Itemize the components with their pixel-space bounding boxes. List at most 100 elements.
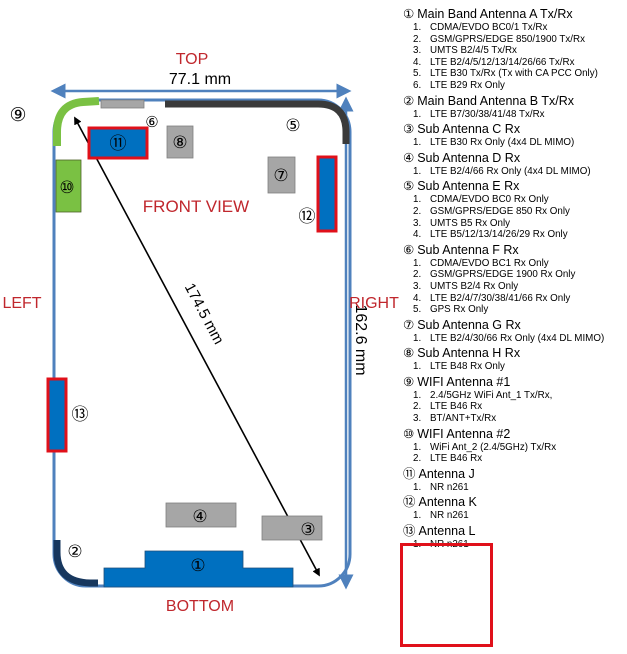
legend-band-text: GSM/GPRS/EDGE 850/1900 Tx/Rx xyxy=(430,33,585,45)
antenna-4-sub-d xyxy=(165,502,237,528)
legend-antenna-name: Sub Antenna H Rx xyxy=(417,346,521,361)
legend-band-item: 1.LTE B7/30/38/41/48 Tx/Rx xyxy=(413,108,545,120)
antenna-7-sub-g xyxy=(267,156,296,194)
legend-band-text: LTE B29 Rx Only xyxy=(430,79,505,91)
front-view-label: FRONT VIEW xyxy=(143,197,249,216)
legend-band-item: 2.LTE B46 Rx xyxy=(413,453,483,465)
legend-band-text: CDMA/EVDO BC0/1 Tx/Rx xyxy=(430,22,548,33)
legend-band-text: LTE B5/12/13/14/26/29 Rx Only xyxy=(430,229,568,241)
legend-band-item: 1.CDMA/EVDO BC1 Rx Only xyxy=(413,257,549,269)
legend-band-text: LTE B46 Rx xyxy=(430,453,483,465)
diagonal-dimension-label: 174.5 mm xyxy=(181,280,227,347)
legend-antenna-name: Main Band Antenna A Tx/Rx xyxy=(417,7,573,21)
legend-band-item: 3.BT/ANT+Tx/Rx xyxy=(413,413,497,425)
legend-antenna-bands: 1.LTE B48 Rx Only xyxy=(403,361,625,373)
legend-antenna-name: Sub Antenna C Rx xyxy=(417,122,521,137)
legend-band-text: 2.4/5GHz WiFi Ant_1 Tx/Rx, xyxy=(430,389,553,401)
legend-band-text: LTE B2/4/30/66 Rx Only (4x4 DL MIMO) xyxy=(430,332,605,344)
legend-antenna-name: Sub Antenna E Rx xyxy=(417,179,520,194)
legend-band-text: UMTS B5 Rx Only xyxy=(430,217,511,229)
antenna-11-j xyxy=(87,126,149,160)
top-label: TOP xyxy=(176,51,209,68)
legend-band-item: 1.LTE B2/4/30/66 Rx Only (4x4 DL MIMO) xyxy=(413,332,605,344)
legend-band-text: LTE B2/4/66 Rx Only (4x4 DL MIMO) xyxy=(430,165,591,177)
marker-11: ⑪ xyxy=(110,134,127,153)
legend-band-text: LTE B30 Rx Only (4x4 DL MIMO) xyxy=(430,137,575,149)
antenna-2-main-b xyxy=(53,540,98,587)
legend-antenna-number: ⑩ xyxy=(403,426,415,441)
legend-band-text: LTE B2/4/7/30/38/41/66 Rx Only xyxy=(430,292,571,304)
legend-antenna-number: ③ xyxy=(403,122,415,137)
legend-band-text: LTE B46 Rx xyxy=(430,401,483,413)
legend-antenna-number: ⑫ xyxy=(403,495,416,510)
legend-antenna-number: ⑬ xyxy=(403,524,416,539)
marker-12: ⑫ xyxy=(299,207,316,226)
marker-6: ⑥ xyxy=(145,114,158,131)
legend-antenna-name: Sub Antenna G Rx xyxy=(417,317,521,332)
antenna-1-main-a xyxy=(103,550,294,588)
legend-antenna-number: ⑨ xyxy=(403,374,415,389)
legend-band-item: 1.CDMA/EVDO BC0/1 Tx/Rx xyxy=(413,22,548,33)
legend-band-item: 6.LTE B29 Rx Only xyxy=(413,79,505,91)
legend-band-item: 1.LTE B2/4/66 Rx Only (4x4 DL MIMO) xyxy=(413,165,591,177)
legend-band-item: 4.LTE B5/12/13/14/26/29 Rx Only xyxy=(413,229,568,241)
legend-antenna-bands: 1.LTE B2/4/30/66 Rx Only (4x4 DL MIMO) xyxy=(403,333,625,345)
legend-band-text: UMTS B2/4 Rx Only xyxy=(430,280,519,292)
legend-band-text: GPS Rx Only xyxy=(430,304,489,316)
legend-band-item: 1.CDMA/EVDO BC0 Rx Only xyxy=(413,194,549,206)
legend-antenna-number: ④ xyxy=(403,150,415,165)
legend-antenna-name: Main Band Antenna B Tx/Rx xyxy=(417,93,575,108)
legend-band-text: GSM/GPRS/EDGE 850 Rx Only xyxy=(430,205,570,217)
legend-band-text: CDMA/EVDO BC0 Rx Only xyxy=(430,194,549,206)
legend-band-item: 4.LTE B2/4/5/12/13/14/26/66 Tx/Rx xyxy=(413,56,575,68)
marker-13: ⑬ xyxy=(72,405,89,424)
legend-band-item: 2.GSM/GPRS/EDGE 1900 Rx Only xyxy=(413,269,576,281)
legend-band-item: 1.2.4/5GHz WiFi Ant_1 Tx/Rx, xyxy=(413,389,553,401)
legend-antenna-name: WIFI Antenna #1 xyxy=(417,374,511,389)
bottom-label: BOTTOM xyxy=(166,598,234,615)
legend-antenna-number: ⑦ xyxy=(403,317,415,332)
antenna-13-l xyxy=(46,377,68,453)
width-dimension-label: 77.1 mm xyxy=(169,71,231,88)
legend-band-item: 1.LTE B30 Rx Only (4x4 DL MIMO) xyxy=(413,137,575,149)
marker-5: ⑤ xyxy=(285,116,300,135)
legend-band-item: 3.UMTS B5 Rx Only xyxy=(413,217,511,229)
antenna-3-sub-c xyxy=(261,515,323,541)
legend-band-item: 3.UMTS B2/4 Rx Only xyxy=(413,280,519,292)
legend-band-text: BT/ANT+Tx/Rx xyxy=(430,413,497,425)
legend-antenna-bands: 1.LTE B2/4/66 Rx Only (4x4 DL MIMO) xyxy=(403,166,625,178)
legend-band-text: GSM/GPRS/EDGE 1900 Rx Only xyxy=(430,269,576,281)
marker-8: ⑧ xyxy=(172,133,187,152)
legend-band-item: 4.LTE B2/4/7/30/38/41/66 Rx Only xyxy=(413,292,571,304)
legend-antenna-name: Antenna J xyxy=(418,466,475,481)
legend-band-text: LTE B7/30/38/41/48 Tx/Rx xyxy=(430,108,545,120)
legend-band-text: UMTS B2/4/5 Tx/Rx xyxy=(430,45,517,57)
marker-7: ⑦ xyxy=(273,166,288,185)
legend-band-item: 2.LTE B46 Rx xyxy=(413,401,483,413)
legend-antenna-number: ① xyxy=(403,7,415,21)
marker-9: ⑨ xyxy=(9,105,26,126)
legend-antenna-bands: 1.LTE B30 Rx Only (4x4 DL MIMO) xyxy=(403,137,625,149)
legend-antenna-name: Sub Antenna F Rx xyxy=(417,242,519,257)
legend-antenna-number: ⑪ xyxy=(403,466,416,481)
nr-antennas-highlight-box xyxy=(400,543,493,647)
legend-band-text: LTE B2/4/5/12/13/14/26/66 Tx/Rx xyxy=(430,56,575,68)
legend-antenna-name: Antenna L xyxy=(418,524,476,539)
